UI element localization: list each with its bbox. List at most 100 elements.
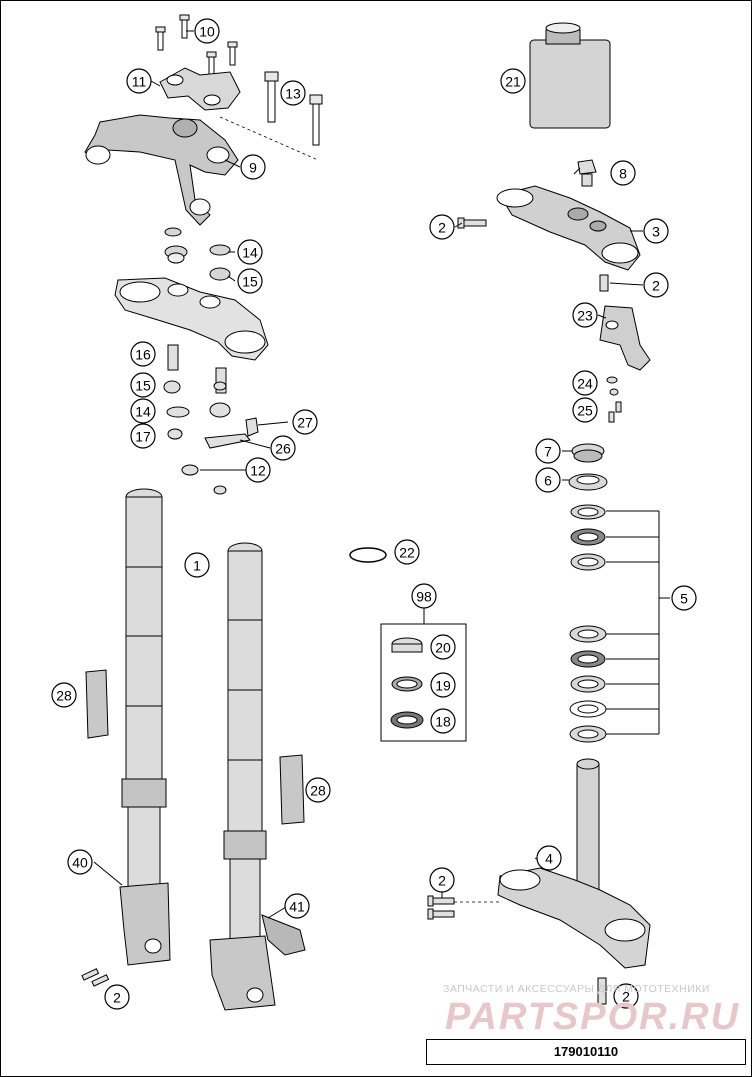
callout-21: 21 xyxy=(500,68,526,94)
callout-19: 19 xyxy=(430,672,456,698)
upper-triple-clamp-right-drawing xyxy=(496,185,641,271)
callout-15: 15 xyxy=(237,268,263,294)
callout-14: 14 xyxy=(237,239,263,265)
seal-22-drawing xyxy=(349,547,387,563)
callout-label: 40 xyxy=(72,855,88,871)
callout-label: 11 xyxy=(132,74,147,90)
callout-18: 18 xyxy=(430,708,456,734)
callout-label: 17 xyxy=(135,429,151,445)
bracket-23-drawing xyxy=(599,305,651,371)
callout-circle xyxy=(430,672,456,698)
callout-16: 16 xyxy=(130,341,156,367)
diagram-code: 179010110 xyxy=(553,1044,619,1059)
callout-label: 28 xyxy=(310,783,326,799)
handlebar-clamp-drawing xyxy=(84,14,323,226)
callout-circle xyxy=(305,777,331,803)
callout-circle xyxy=(130,341,156,367)
callout-7: 7 xyxy=(535,438,561,464)
callout-label: 12 xyxy=(250,463,266,479)
callout-24: 24 xyxy=(572,370,598,396)
callout-circle xyxy=(240,154,266,180)
callout-label: 14 xyxy=(242,245,258,261)
callout-2: 2 xyxy=(613,983,639,1009)
watermark-text: ЗАПЧАСТИ И АКСЕССУАРЫ ДЛЯ МОТОТЕХНИКИ xyxy=(443,983,710,995)
callout-circle xyxy=(610,160,636,186)
callout-14: 14 xyxy=(130,398,156,424)
bolts-bottom-left-drawing xyxy=(81,968,110,987)
callout-label: 16 xyxy=(135,347,151,363)
small-hardware-left-drawing xyxy=(163,344,259,495)
callout-28: 28 xyxy=(305,777,331,803)
callout-circle xyxy=(184,552,210,578)
callout-label: 8 xyxy=(619,166,627,182)
callout-circle xyxy=(130,398,156,424)
callout-circle xyxy=(194,18,220,44)
callout-circle xyxy=(572,370,598,396)
callout-12: 12 xyxy=(245,457,271,483)
callout-9: 9 xyxy=(240,154,266,180)
callout-6: 6 xyxy=(535,467,561,493)
callout-label: 22 xyxy=(399,545,415,561)
callout-label: 7 xyxy=(544,444,552,460)
callout-label: 98 xyxy=(416,589,432,605)
callout-circle xyxy=(284,893,310,919)
callout-1: 1 xyxy=(184,552,210,578)
bolts-2-lower-right-drawing xyxy=(427,895,607,1005)
callout-label: 41 xyxy=(289,899,305,915)
callout-circle xyxy=(280,80,306,106)
callout-11: 11 xyxy=(126,68,152,94)
callout-circle xyxy=(429,867,455,893)
bearing-bracket-lines xyxy=(606,510,670,735)
callout-circle xyxy=(572,302,598,328)
callout-label: 10 xyxy=(199,24,215,40)
callout-circle xyxy=(394,539,420,565)
callout-circle xyxy=(237,268,263,294)
callout-circle xyxy=(643,272,669,298)
callout-label: 5 xyxy=(680,591,688,607)
leader-lines xyxy=(93,30,644,919)
lower-triple-clamp-left-drawing xyxy=(114,277,269,361)
callout-label: 6 xyxy=(544,473,552,489)
callout-label: 4 xyxy=(545,851,553,867)
callout-28: 28 xyxy=(51,682,77,708)
callout-circle xyxy=(500,68,526,94)
callout-label: 21 xyxy=(505,74,521,90)
callout-23: 23 xyxy=(572,302,598,328)
callout-circle xyxy=(130,372,156,398)
callout-label: 13 xyxy=(285,86,301,102)
callout-label: 2 xyxy=(113,990,121,1006)
callout-circle xyxy=(429,214,455,240)
callout-label: 26 xyxy=(275,441,291,457)
callout-2: 2 xyxy=(429,867,455,893)
callout-circle xyxy=(536,845,562,871)
callout-label: 27 xyxy=(297,415,313,431)
washers-top-drawing xyxy=(164,227,231,281)
callout-circle xyxy=(411,583,437,609)
callout-label: 15 xyxy=(135,378,151,394)
callout-26: 26 xyxy=(270,435,296,461)
callout-circle xyxy=(237,239,263,265)
bearing-stack-drawing xyxy=(568,443,608,743)
callout-circle xyxy=(245,457,271,483)
fork-leg-left-drawing xyxy=(119,488,171,966)
callout-20: 20 xyxy=(430,634,456,660)
callout-circle xyxy=(104,984,130,1010)
callout-circle xyxy=(643,218,669,244)
small-hardware-right-drawing xyxy=(606,376,622,423)
callout-label: 14 xyxy=(135,404,151,420)
callout-circle xyxy=(671,585,697,611)
callout-17: 17 xyxy=(130,423,156,449)
steering-stem-drawing xyxy=(497,758,651,969)
callout-label: 3 xyxy=(652,224,660,240)
callout-4: 4 xyxy=(536,845,562,871)
callout-3: 3 xyxy=(643,218,669,244)
callout-label: 28 xyxy=(56,688,72,704)
callout-label: 2 xyxy=(438,220,446,236)
callout-5: 5 xyxy=(671,585,697,611)
callout-label: 2 xyxy=(622,989,630,1005)
callout-40: 40 xyxy=(67,849,93,875)
callout-circle xyxy=(67,849,93,875)
callout-98: 98 xyxy=(411,583,437,609)
